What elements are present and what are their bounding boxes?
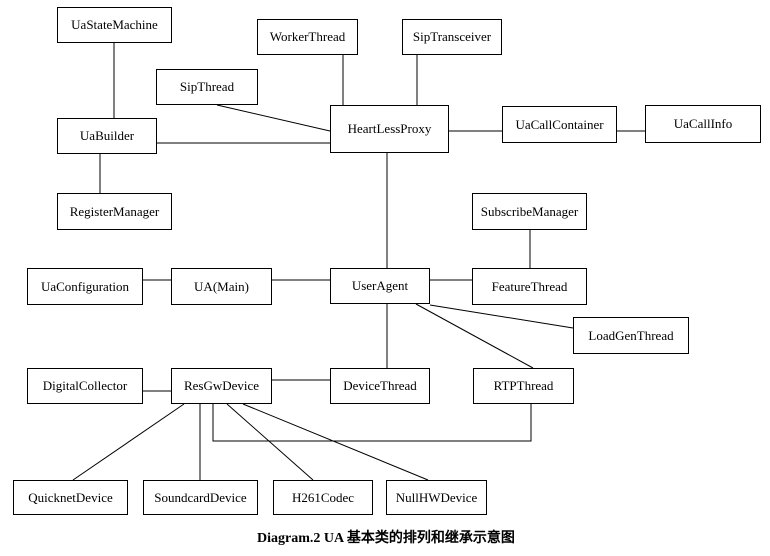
node-RTPThread: RTPThread <box>473 368 574 404</box>
node-UaConfiguration: UaConfiguration <box>27 268 143 305</box>
node-label-WorkerThread: WorkerThread <box>269 29 346 44</box>
node-label-SipThread: SipThread <box>179 79 235 94</box>
node-label-SoundcardDevice: SoundcardDevice <box>154 489 247 505</box>
edge-ResGwDevice-RTPThread <box>212 404 532 442</box>
node-label-SipTransceiver: SipTransceiver <box>412 29 492 44</box>
node-label-DigitalCollector: DigitalCollector <box>42 378 128 393</box>
node-SipThread: SipThread <box>156 69 258 105</box>
diagram-caption: Diagram.2 UA 基本类的排列和继承示意图 <box>257 531 515 546</box>
node-label-UAMain: UA(Main) <box>194 278 249 294</box>
node-RegisterManager: RegisterManager <box>57 193 172 230</box>
node-UaCallContainer: UaCallContainer <box>502 106 617 143</box>
node-label-HeartLessProxy: HeartLessProxy <box>347 121 432 136</box>
node-label-NullHWDevice: NullHWDevice <box>395 489 478 505</box>
node-UaStateMachine: UaStateMachine <box>57 7 172 43</box>
node-SoundcardDevice: SoundcardDevice <box>143 480 258 515</box>
node-label-SubscribeManager: SubscribeManager <box>480 203 579 219</box>
node-label-ResGwDevice: ResGwDevice <box>183 378 260 393</box>
node-DigitalCollector: DigitalCollector <box>27 368 143 404</box>
node-label-RegisterManager: RegisterManager <box>69 203 160 219</box>
node-label-UaConfiguration: UaConfiguration <box>40 278 130 294</box>
node-NullHWDevice: NullHWDevice <box>386 480 487 515</box>
edge-SipThread-HeartLessProxy <box>216 104 331 132</box>
node-ResGwDevice: ResGwDevice <box>171 368 272 404</box>
node-FeatureThread: FeatureThread <box>472 268 587 305</box>
node-label-RTPThread: RTPThread <box>493 378 554 393</box>
node-label-QuicknetDevice: QuicknetDevice <box>28 489 113 505</box>
node-label-FeatureThread: FeatureThread <box>491 278 568 294</box>
node-label-DeviceThread: DeviceThread <box>343 378 417 393</box>
edge-ResGwDevice-H261Codec <box>226 403 314 481</box>
edge-UserAgent-RTPThread <box>415 303 534 369</box>
edge-ResGwDevice-NullHWDevice <box>242 403 429 481</box>
node-label-UaCallContainer: UaCallContainer <box>515 116 604 132</box>
edge-ResGwDevice-QuicknetDevice <box>72 403 185 481</box>
node-SubscribeManager: SubscribeManager <box>472 193 587 230</box>
node-UAMain: UA(Main) <box>171 268 272 305</box>
node-UaCallInfo: UaCallInfo <box>645 105 761 143</box>
node-label-H261Codec: H261Codec <box>291 489 355 505</box>
node-HeartLessProxy: HeartLessProxy <box>330 105 449 153</box>
node-label-UaStateMachine: UaStateMachine <box>71 17 158 32</box>
node-DeviceThread: DeviceThread <box>330 368 430 404</box>
node-label-UaBuilder: UaBuilder <box>79 128 135 143</box>
node-label-UserAgent: UserAgent <box>351 278 409 293</box>
node-WorkerThread: WorkerThread <box>257 19 358 55</box>
node-QuicknetDevice: QuicknetDevice <box>13 480 128 515</box>
node-H261Codec: H261Codec <box>273 480 373 515</box>
node-label-LoadGenThread: LoadGenThread <box>588 327 674 343</box>
node-label-UaCallInfo: UaCallInfo <box>673 116 733 131</box>
edge-UserAgent-LoadGenThread <box>429 304 574 329</box>
node-UserAgent: UserAgent <box>330 268 430 304</box>
node-UaBuilder: UaBuilder <box>57 118 157 154</box>
node-SipTransceiver: SipTransceiver <box>402 19 502 55</box>
node-LoadGenThread: LoadGenThread <box>573 317 689 354</box>
